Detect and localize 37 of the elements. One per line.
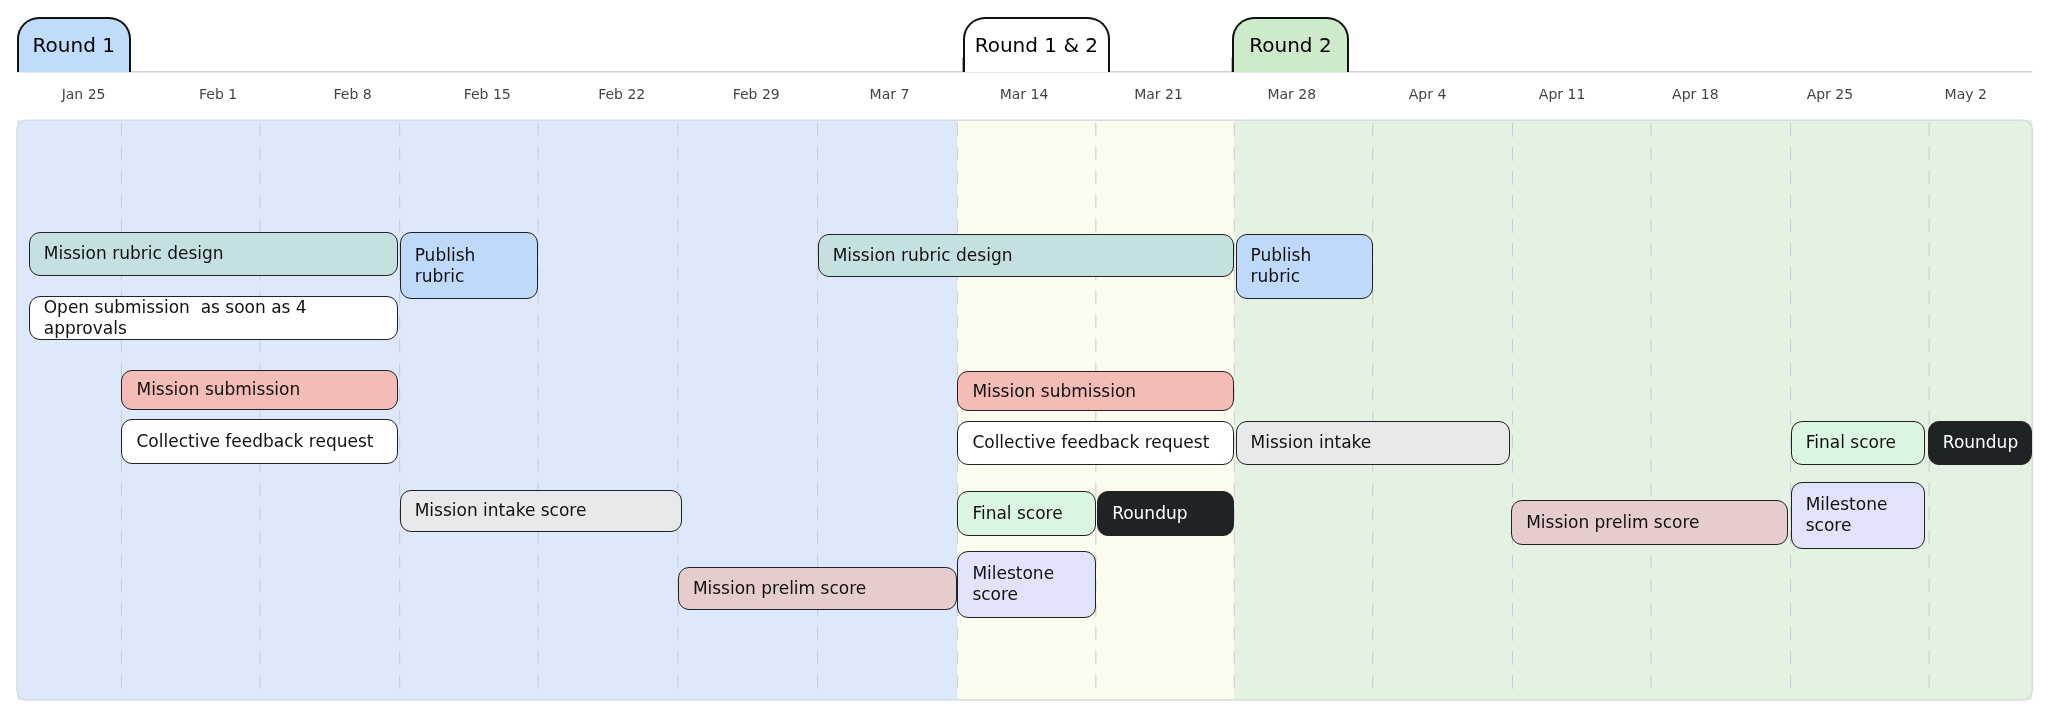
task-bar: Roundup <box>1097 491 1235 536</box>
task-bar: Open submission as soon as 4 approvals <box>28 296 399 340</box>
date-label: Feb 22 <box>598 86 646 103</box>
date-label: Feb 8 <box>333 86 372 103</box>
phase-tab: Round 1 <box>16 16 131 72</box>
task-bar: Milestone score <box>957 551 1096 618</box>
task-bar: Mission intake score <box>399 489 682 532</box>
task-bar: Roundup <box>1927 420 2033 465</box>
task-bar: Publish rubric <box>1235 233 1373 300</box>
task-bar: Mission submission <box>957 370 1235 412</box>
task-bar: Publish rubric <box>399 232 539 300</box>
date-label: Feb 15 <box>463 86 511 103</box>
task-bar: Collective feedback request <box>121 419 399 464</box>
date-label: Jan 25 <box>61 86 106 103</box>
date-label: Mar 7 <box>869 86 910 103</box>
date-label: Apr 4 <box>1408 86 1447 103</box>
date-label: Feb 29 <box>732 86 780 103</box>
date-label: Mar 21 <box>1134 86 1183 103</box>
date-label: Apr 11 <box>1538 86 1586 103</box>
phase-tab: Round 2 <box>1231 16 1350 72</box>
task-bar: Mission intake <box>1235 420 1510 465</box>
task-bar: Mission rubric design <box>817 233 1235 277</box>
task-bar: Final score <box>957 491 1096 536</box>
task-bar: Mission prelim score <box>677 566 958 610</box>
task-bar: Final score <box>1790 420 1926 465</box>
phase-tab: Round 1 & 2 <box>962 16 1111 72</box>
date-label: May 2 <box>1944 86 1987 103</box>
task-bar: Mission rubric design <box>28 232 399 276</box>
task-bar: Collective feedback request <box>957 420 1235 465</box>
date-label: Mar 28 <box>1267 86 1317 103</box>
date-label: Apr 18 <box>1672 86 1719 103</box>
task-bar: Mission prelim score <box>1511 500 1789 545</box>
date-label: Mar 14 <box>999 86 1049 103</box>
date-label: Apr 25 <box>1806 86 1854 103</box>
task-bar: Milestone score <box>1790 481 1926 549</box>
task-bar: Mission submission <box>121 369 399 411</box>
date-label: Feb 1 <box>199 86 238 103</box>
